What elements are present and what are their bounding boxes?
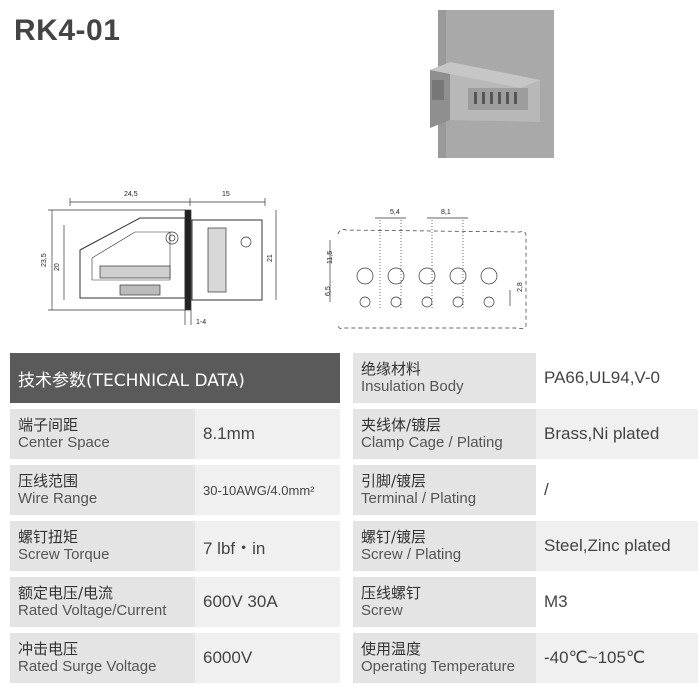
- label-en: Center Space: [18, 433, 110, 451]
- row-value: 600V 30A: [195, 577, 340, 627]
- row-value: Brass,Ni plated: [536, 409, 698, 459]
- label-cn: 冲击电压: [18, 639, 79, 658]
- label-cn: 压线螺钉: [361, 583, 422, 602]
- table-row: 夹线体/镀层 Clamp Cage / Plating Brass,Ni pla…: [353, 409, 698, 459]
- dim-11: 2,8: [517, 282, 524, 292]
- dim-8: 8,1: [441, 209, 451, 216]
- label-cn: 螺钉/镀层: [361, 527, 427, 546]
- label-cn: 螺钉扭矩: [18, 527, 79, 546]
- row-label: 夹线体/镀层 Clamp Cage / Plating: [353, 409, 536, 459]
- table-header: 技术参数(TECHNICAL DATA): [10, 353, 340, 403]
- pcb-footprint: [329, 217, 527, 330]
- spec-tables: 技术参数(TECHNICAL DATA) 端子间距 Center Space 8…: [0, 353, 700, 696]
- label-en: Screw Torque: [18, 545, 110, 563]
- row-value: /: [536, 465, 698, 515]
- dim-1: 24,5: [124, 191, 138, 198]
- row-value: 7 lbf・in: [195, 521, 340, 571]
- row-value: Steel,Zinc plated: [536, 521, 698, 571]
- label-en: Screw: [361, 601, 403, 619]
- row-label: 冲击电压 Rated Surge Voltage: [10, 633, 195, 683]
- dim-9: 11,5: [327, 251, 334, 264]
- row-label: 螺钉扭矩 Screw Torque: [10, 521, 195, 571]
- label-cn: 额定电压/电流: [18, 583, 114, 602]
- table-row: 冲击电压 Rated Surge Voltage 6000V: [10, 633, 340, 683]
- table-row: 使用温度 Operating Temperature -40℃~105℃: [353, 633, 698, 683]
- table-row: 绝缘材料 Insulation Body PA66,UL94,V-0: [353, 353, 698, 403]
- dim-10: 6,5: [325, 286, 332, 296]
- dim-4: 20: [54, 263, 61, 271]
- label-cn: 端子间距: [18, 415, 79, 434]
- label-en: Rated Surge Voltage: [18, 657, 157, 675]
- label-en: Screw / Plating: [361, 545, 462, 563]
- row-value: -40℃~105℃: [536, 633, 698, 683]
- table-row: 压线范围 Wire Range 30-10AWG/4.0mm²: [10, 465, 340, 515]
- table-row: 压线螺钉 Screw M3: [353, 577, 698, 627]
- technical-drawing: 24,5 15 23,5 20 21 1-4 5,4 8,1 11,5 6,5 …: [41, 191, 527, 330]
- dim-3: 23,5: [41, 253, 48, 267]
- label-cn: 夹线体/镀层: [361, 415, 442, 434]
- row-label: 引脚/镀层 Terminal / Plating: [353, 465, 536, 515]
- label-en: Operating Temperature: [361, 657, 515, 675]
- row-label: 绝缘材料 Insulation Body: [353, 353, 536, 403]
- dim-5: 21: [267, 254, 274, 262]
- row-value: 6000V: [195, 633, 340, 683]
- label-cn: 绝缘材料: [361, 359, 422, 378]
- label-en: Rated Voltage/Current: [18, 601, 167, 619]
- table-row: 端子间距 Center Space 8.1mm: [10, 409, 340, 459]
- row-value: PA66,UL94,V-0: [536, 353, 698, 403]
- label-en: Insulation Body: [361, 377, 464, 395]
- dim-2: 15: [222, 191, 230, 198]
- row-label: 额定电压/电流 Rated Voltage/Current: [10, 577, 195, 627]
- row-label: 压线范围 Wire Range: [10, 465, 195, 515]
- row-value: 30-10AWG/4.0mm²: [195, 465, 340, 515]
- row-value: 8.1mm: [195, 409, 340, 459]
- row-label: 螺钉/镀层 Screw / Plating: [353, 521, 536, 571]
- label-cn: 压线范围: [18, 471, 79, 490]
- label-en: Clamp Cage / Plating: [361, 433, 503, 451]
- label-cn: 引脚/镀层: [361, 471, 427, 490]
- product-title: RK4-01: [14, 14, 121, 47]
- row-label: 压线螺钉 Screw: [353, 577, 536, 627]
- product-photo: [430, 10, 554, 158]
- table-row: 螺钉扭矩 Screw Torque 7 lbf・in: [10, 521, 340, 571]
- table-row: 引脚/镀层 Terminal / Plating /: [353, 465, 698, 515]
- row-value: M3: [536, 577, 698, 627]
- label-en: Terminal / Plating: [361, 489, 477, 507]
- dim-6: 1-4: [196, 319, 206, 326]
- dim-7: 5,4: [390, 209, 400, 216]
- label-en: Wire Range: [18, 489, 98, 507]
- table-row: 额定电压/电流 Rated Voltage/Current 600V 30A: [10, 577, 340, 627]
- label-cn: 使用温度: [361, 639, 422, 658]
- row-label: 端子间距 Center Space: [10, 409, 195, 459]
- side-view: [48, 198, 277, 325]
- table-header-row: 技术参数(TECHNICAL DATA): [10, 353, 340, 403]
- table-row: 螺钉/镀层 Screw / Plating Steel,Zinc plated: [353, 521, 698, 571]
- row-label: 使用温度 Operating Temperature: [353, 633, 536, 683]
